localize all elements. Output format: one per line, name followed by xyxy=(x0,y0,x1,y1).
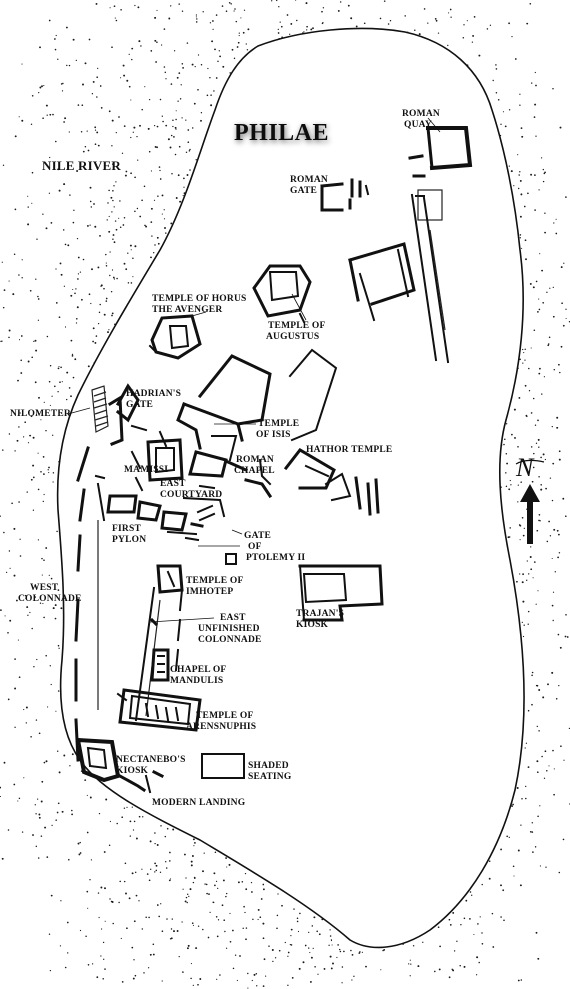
svg-text:HADRIAN'S: HADRIAN'S xyxy=(126,389,181,399)
svg-text:GATE: GATE xyxy=(244,531,271,541)
east-courtyard-label: EAST COURTYARD xyxy=(160,479,222,500)
svg-text:EAST: EAST xyxy=(220,613,246,623)
svg-text:TEMPLE OF: TEMPLE OF xyxy=(196,711,253,721)
svg-text:IMHOTEP: IMHOTEP xyxy=(186,587,233,597)
west-colonnade-label: WEST COLONNADE xyxy=(18,583,82,604)
svg-text:NECTANEBO'S: NECTANEBO'S xyxy=(116,755,186,765)
east-unfinished-colonnade-label: EAST UNFINISHED COLONNADE xyxy=(149,613,262,645)
svg-text:FIRST: FIRST xyxy=(112,524,141,534)
svg-text:EAST: EAST xyxy=(160,479,186,489)
svg-text:OF ISIS: OF ISIS xyxy=(256,430,291,440)
svg-text:MANDULIS: MANDULIS xyxy=(170,676,223,686)
north-arrow-icon: N xyxy=(515,453,545,544)
svg-text:TEMPLE OF: TEMPLE OF xyxy=(268,321,325,331)
svg-text:CHAPEL: CHAPEL xyxy=(234,466,275,476)
roman-gate-label: ROMAN GATE xyxy=(290,175,328,196)
nile-river-label: NILE RIVER xyxy=(42,158,121,173)
svg-text:AUGUSTUS: AUGUSTUS xyxy=(266,332,319,342)
svg-text:COURTYARD: COURTYARD xyxy=(160,490,222,500)
svg-text:COLONNADE: COLONNADE xyxy=(198,635,262,645)
shaded-seating-label: SHADED SEATING xyxy=(248,761,292,782)
svg-text:UNFINISHED: UNFINISHED xyxy=(198,624,260,634)
temple-of-augustus-label: TEMPLE OF AUGUSTUS xyxy=(266,293,325,342)
svg-text:KIOSK: KIOSK xyxy=(116,766,149,776)
chapel-of-mandulis-label: CHAPEL OF MANDULIS xyxy=(170,665,226,686)
temple-of-imhotep-label: TEMPLE OF IMHOTEP xyxy=(186,576,243,597)
svg-text:CHAPEL OF: CHAPEL OF xyxy=(170,665,226,675)
roman-quay-label: ROMAN QUAY xyxy=(402,109,441,133)
svg-text:GATE: GATE xyxy=(126,400,153,410)
hadrians-gate-label: HADRIAN'S GATE xyxy=(126,389,181,410)
svg-text:TEMPLE OF: TEMPLE OF xyxy=(186,576,243,586)
hathor-temple-label: HATHOR TEMPLE xyxy=(306,445,392,455)
roman-chapel-label: ROMAN CHAPEL xyxy=(234,455,275,476)
svg-text:WEST: WEST xyxy=(30,583,59,593)
svg-text:THE AVENGER: THE AVENGER xyxy=(152,305,222,315)
svg-text:KIOSK: KIOSK xyxy=(296,620,329,630)
north-marker-label: N xyxy=(515,453,535,482)
temple-of-horus-label: TEMPLE OF HORUS THE AVENGER xyxy=(152,294,247,317)
svg-text:ROMAN: ROMAN xyxy=(236,455,274,465)
mamissi-label: MAMISSI xyxy=(124,465,168,475)
map-title: PHILAE xyxy=(234,120,329,146)
svg-text:ROMAN: ROMAN xyxy=(290,175,328,185)
temple-of-arensnuphis-label: TEMPLE OF ARENSNUPHIS xyxy=(186,711,256,732)
trajans-kiosk-label: TRAJAN'S KIOSK xyxy=(296,609,344,630)
svg-text:ARENSNUPHIS: ARENSNUPHIS xyxy=(186,722,256,732)
svg-text:SHADED: SHADED xyxy=(248,761,289,771)
svg-text:TRAJAN'S: TRAJAN'S xyxy=(296,609,344,619)
svg-text:TEMPLE: TEMPLE xyxy=(258,419,299,429)
nilometer-steps xyxy=(91,385,109,433)
first-pylon-label: FIRST PYLON xyxy=(112,524,146,545)
svg-text:OF: OF xyxy=(248,542,262,552)
svg-text:TEMPLE OF HORUS: TEMPLE OF HORUS xyxy=(152,294,247,304)
svg-text:ROMAN: ROMAN xyxy=(402,109,440,119)
svg-text:QUAY: QUAY xyxy=(404,120,432,130)
nectanebos-kiosk-label: NECTANEBO'S KIOSK xyxy=(116,755,186,776)
svg-text:SEATING: SEATING xyxy=(248,772,292,782)
svg-text:COLONNADE: COLONNADE xyxy=(18,594,82,604)
svg-text:GATE: GATE xyxy=(290,186,317,196)
gate-of-ptolemy-label: GATE OF PTOLEMY II xyxy=(198,529,305,563)
nilometer-label: NILOMETER xyxy=(10,409,71,419)
svg-text:PTOLEMY II: PTOLEMY II xyxy=(246,553,305,563)
svg-text:PYLON: PYLON xyxy=(112,535,146,545)
ruins xyxy=(74,126,473,794)
temple-of-isis-label: TEMPLE OF ISIS xyxy=(214,419,299,440)
modern-landing-label: MODERN LANDING xyxy=(152,798,246,808)
